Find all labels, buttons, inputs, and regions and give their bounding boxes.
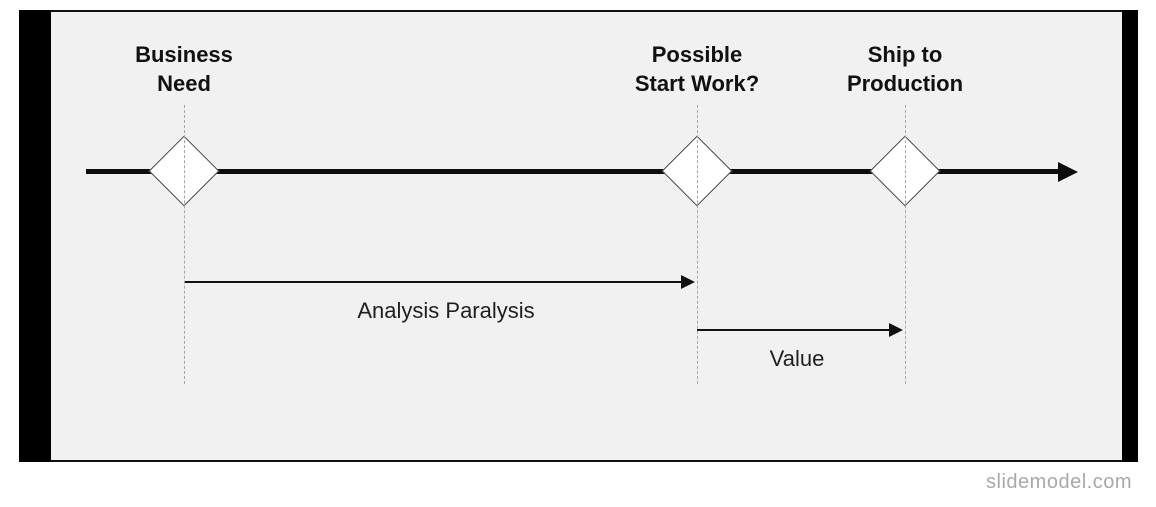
milestone-label-ship-to-production: Ship to Production [846, 42, 964, 96]
value-arrow-line [697, 329, 889, 331]
milestone-guide-line [905, 105, 906, 384]
milestone-label-possible-start-work: Possible Start Work? [634, 42, 760, 96]
watermark: slidemodel.com [986, 471, 1132, 493]
slide-background [20, 10, 1138, 462]
left-accent-bar [19, 10, 51, 462]
milestone-guide-line [184, 105, 185, 384]
value-label: Value [769, 346, 825, 371]
milestone-guide-line [697, 105, 698, 384]
value-arrowhead-icon [889, 323, 903, 337]
analysis-paralysis-arrow-line [184, 281, 683, 283]
timeline-arrowhead-icon [1058, 162, 1078, 182]
analysis-paralysis-arrowhead-icon [681, 275, 695, 289]
right-accent-bar [1122, 10, 1138, 462]
analysis-paralysis-label: Analysis Paralysis [357, 298, 535, 323]
milestone-label-business-need: Business Need [135, 42, 233, 96]
timeline-line [86, 169, 1060, 174]
